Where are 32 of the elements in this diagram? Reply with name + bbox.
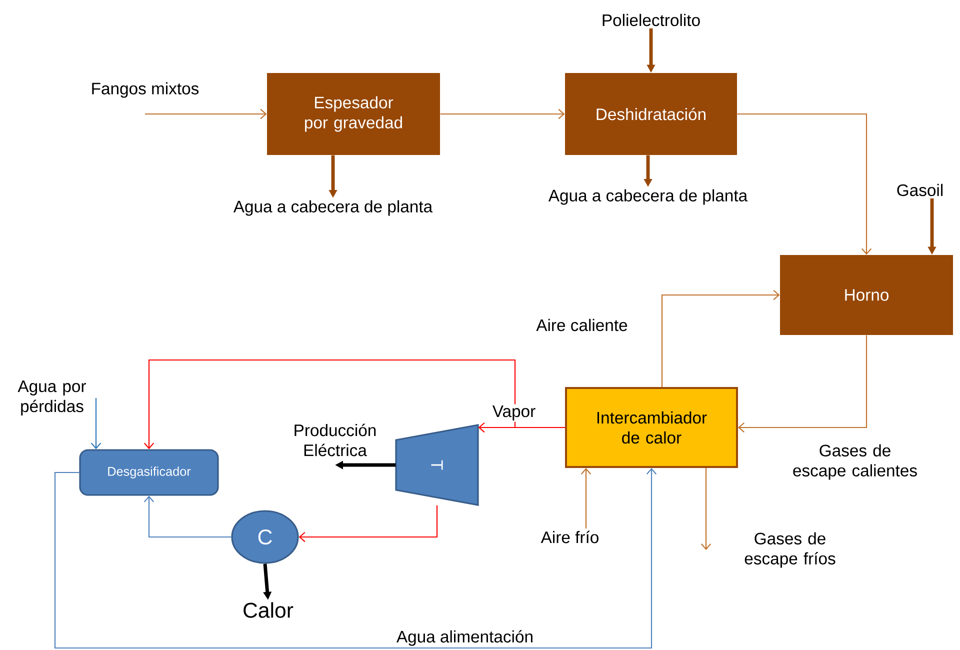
arrow xyxy=(54,468,657,649)
arrow xyxy=(700,468,712,550)
arrow xyxy=(298,505,438,542)
process-box: Espesador por gravedad xyxy=(267,73,440,155)
arrow xyxy=(737,113,872,255)
stream-label: Agua a cabecera de planta xyxy=(233,200,433,216)
stream-label: Gases de escape fríos xyxy=(744,532,836,568)
edge-label: Gases de escape calientes xyxy=(788,442,922,482)
process-box: Deshidratación xyxy=(565,73,737,155)
process-box: Intercambiador de calor xyxy=(565,387,738,468)
stream-label: Fangos mixtos xyxy=(92,82,199,98)
stream-label: Agua a cabecera de planta xyxy=(548,189,748,205)
arrow xyxy=(90,398,102,450)
circle-node: C xyxy=(231,510,299,564)
process-box: Horno xyxy=(780,255,953,335)
arrow xyxy=(661,290,780,387)
stream-label: Calor xyxy=(244,602,294,618)
arrow xyxy=(145,108,267,120)
arrow xyxy=(440,108,565,120)
arrow xyxy=(738,335,868,433)
arrow xyxy=(144,496,232,538)
process-box: Desgasificador xyxy=(79,449,219,496)
arrow xyxy=(580,468,592,529)
stream-label: Producción Eléctrica xyxy=(294,424,376,456)
stream-label: Gasoil xyxy=(897,184,943,196)
edge-label: Agua alimentación xyxy=(395,628,535,648)
stream-label: Aire frío xyxy=(540,530,598,544)
stream-label: Agua por pérdidas xyxy=(18,380,86,416)
edge-label: Aire caliente xyxy=(534,318,630,332)
arrow xyxy=(144,359,565,450)
stream-label: Polielectrolito xyxy=(602,14,700,26)
edge-label: Vapor xyxy=(491,404,537,422)
